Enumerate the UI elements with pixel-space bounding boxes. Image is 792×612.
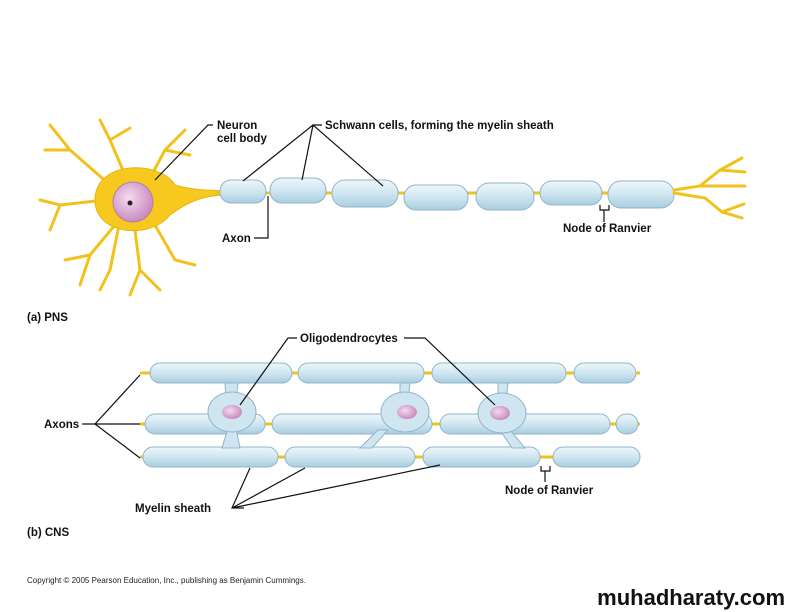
oligodendrocytes (207, 382, 527, 449)
myelin-label: Myelin sheath (135, 503, 211, 515)
neuron-label-1: Neuron (217, 120, 257, 132)
axon-leader-line (254, 196, 269, 239)
axons-leader-lines (82, 374, 141, 459)
nucleolus (127, 200, 133, 206)
cns-node-bracket (540, 466, 551, 482)
axons-label: Axons (44, 419, 79, 431)
copyright: Copyright © 2005 Pearson Education, Inc.… (27, 576, 306, 585)
pns-panel-label: (a) PNS (27, 312, 68, 324)
neuron-cell-body (38, 118, 223, 297)
oligo-label: Oligodendrocytes (300, 333, 398, 345)
pns-node-label: Node of Ranvier (563, 223, 652, 235)
axon-terminals (672, 156, 747, 220)
watermark: muhadharaty.com (597, 585, 785, 610)
schwann-leader-lines (242, 124, 384, 187)
myelin-leader-lines (231, 464, 441, 509)
cns-node-label: Node of Ranvier (505, 485, 594, 497)
schwann-label: Schwann cells, forming the myelin sheath (325, 120, 554, 132)
cns-panel-label: (b) CNS (27, 527, 69, 539)
neuron-leader-line (154, 124, 213, 181)
axon-label: Axon (222, 233, 251, 245)
pns-node-bracket (599, 205, 610, 222)
oligo-leader-lines (239, 337, 496, 406)
neuron-label-2: cell body (217, 133, 267, 145)
nucleus (112, 181, 154, 223)
schwann-cells (219, 177, 675, 211)
